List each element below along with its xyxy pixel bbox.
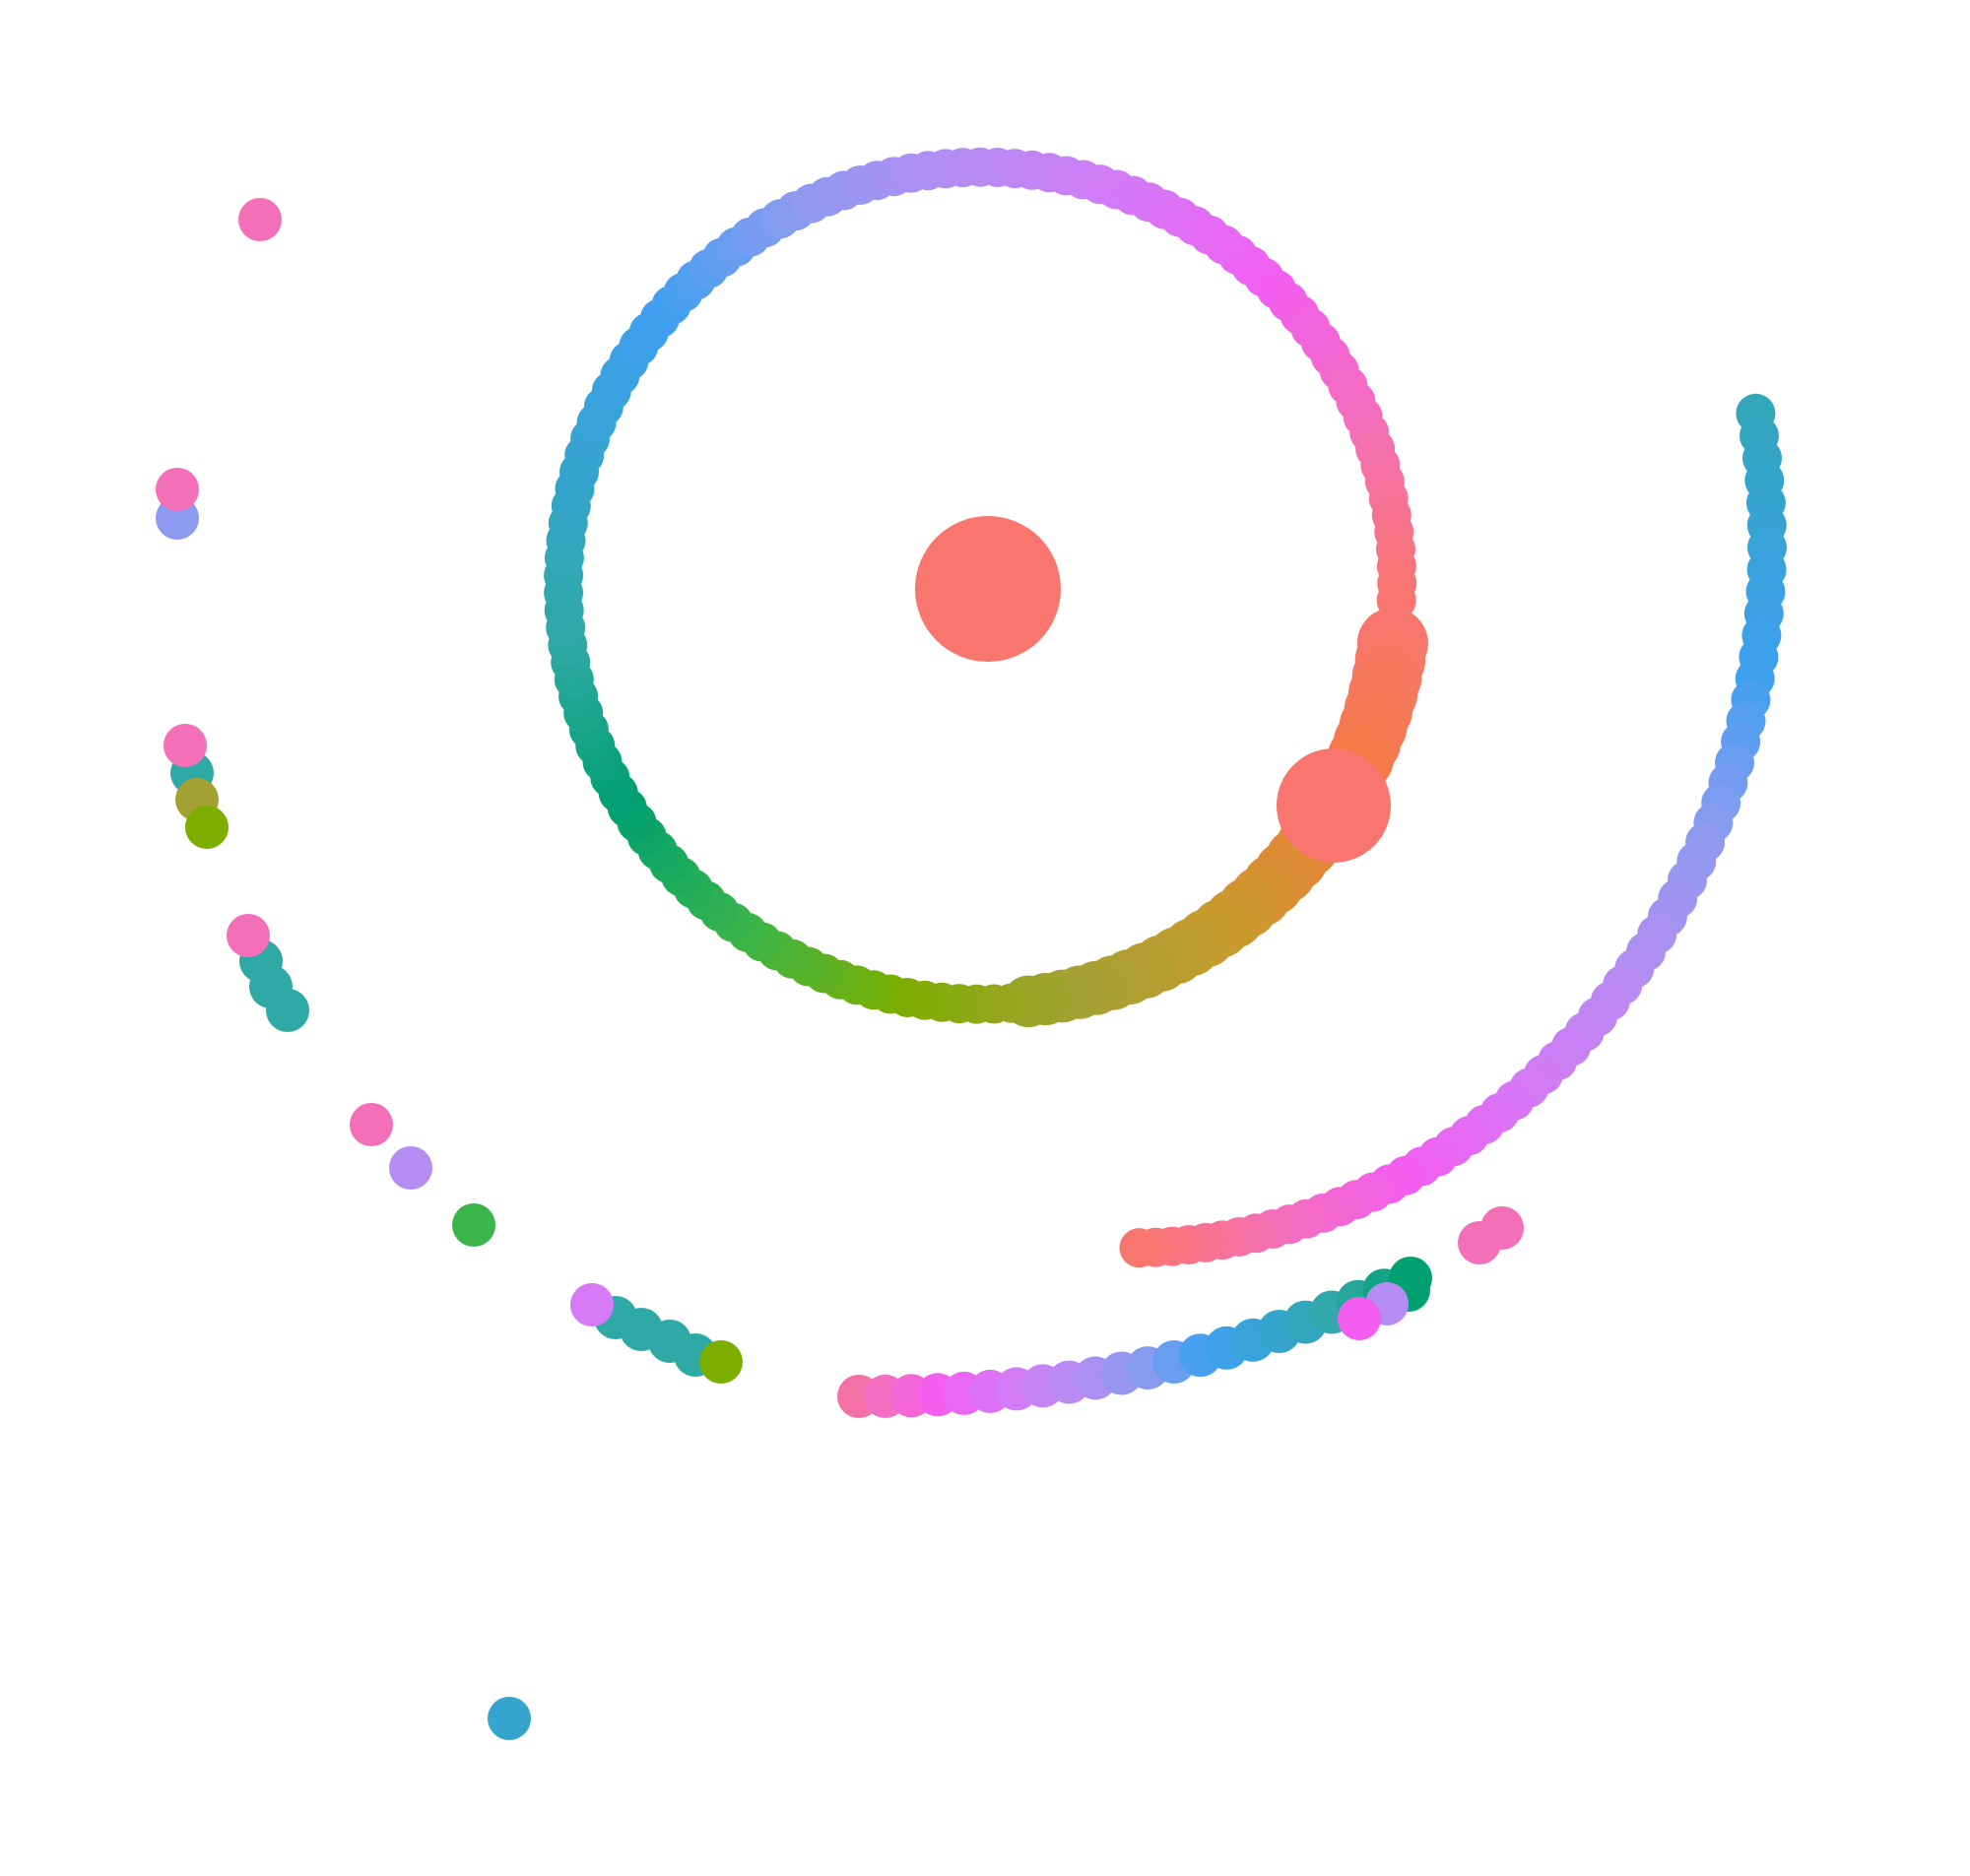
outer-arc-dot	[1119, 1228, 1159, 1268]
scattered-dot	[389, 1146, 432, 1190]
scattered-dot	[266, 989, 309, 1032]
scattered-dot	[185, 806, 229, 849]
scattered-dot	[238, 198, 282, 241]
arc-gap-dot	[1277, 748, 1391, 863]
scattered-dot	[227, 914, 270, 957]
scattered-dot	[452, 1203, 495, 1247]
scattered-dot	[1480, 1206, 1524, 1250]
scattered-dot	[570, 1283, 614, 1326]
scattered-dot	[699, 1340, 743, 1384]
scattered-dot	[488, 1697, 531, 1740]
scattered-dot	[164, 724, 207, 767]
scattered-dot	[1338, 1297, 1381, 1340]
inner-spiral-dot	[1376, 580, 1416, 620]
scattered-dot	[350, 1103, 393, 1146]
center-dot	[915, 516, 1061, 662]
scattered-dot	[156, 468, 199, 511]
